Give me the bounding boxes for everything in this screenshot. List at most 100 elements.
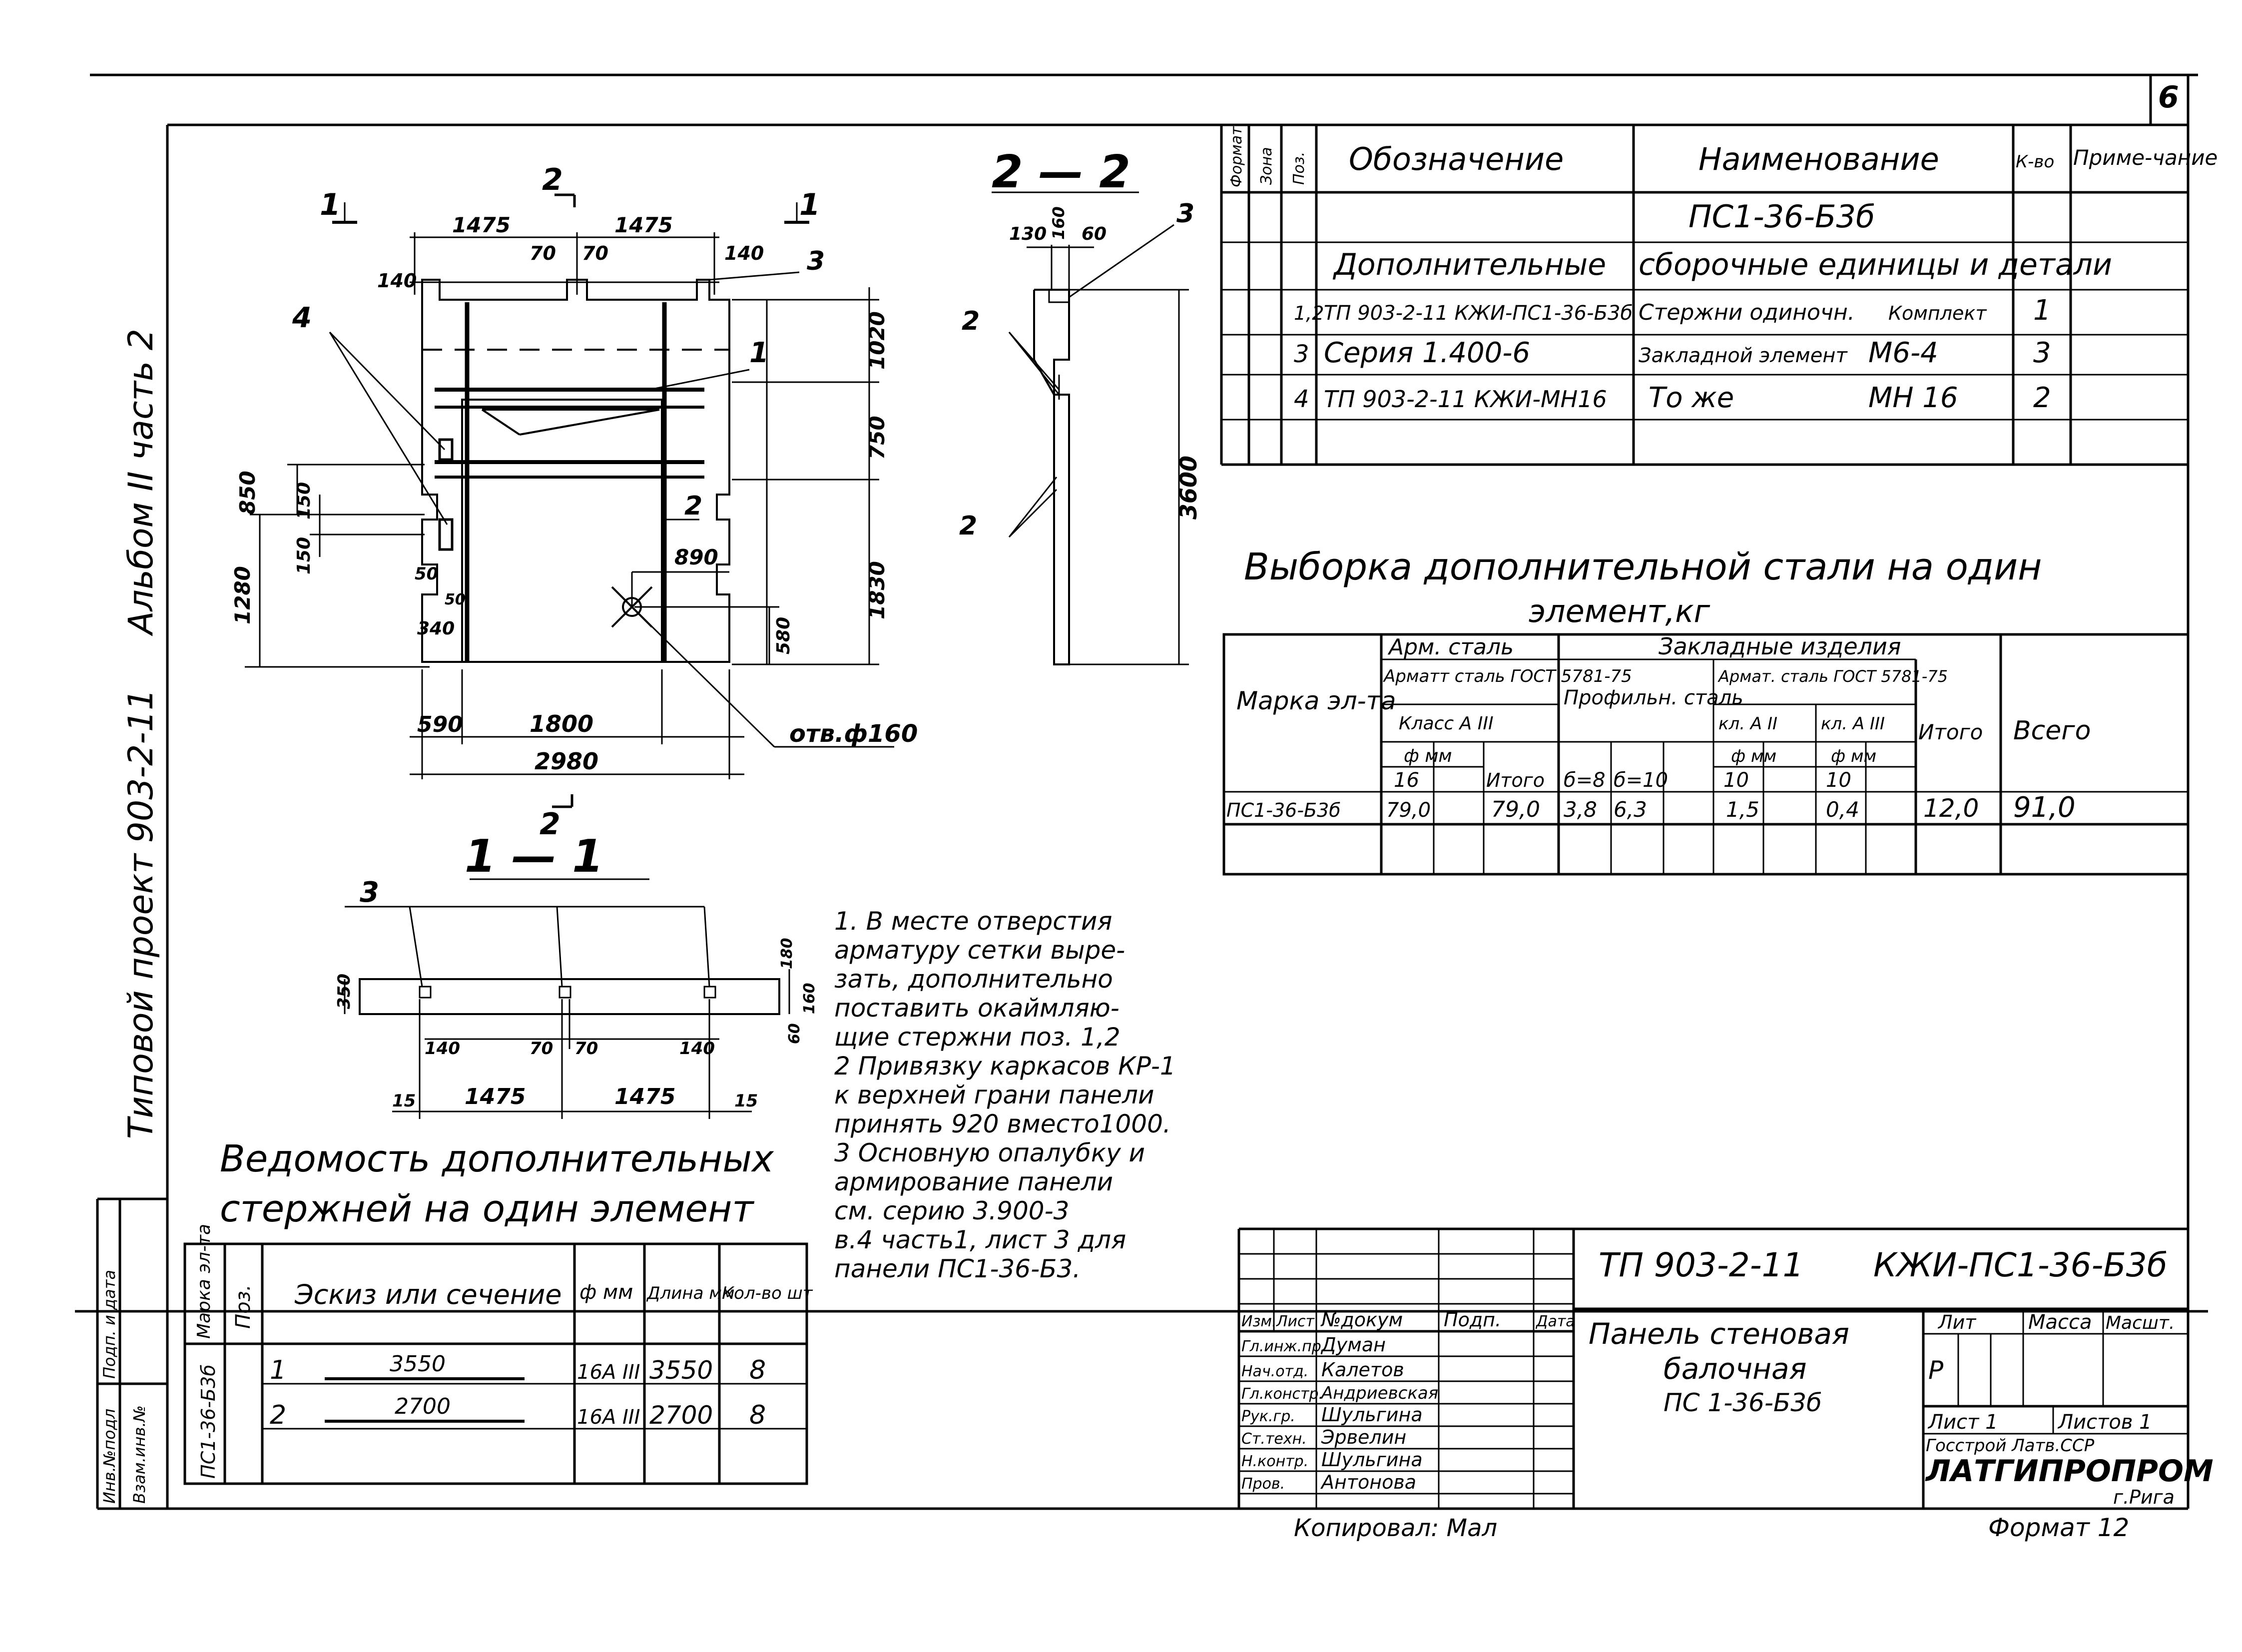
note-line: 2 Привязку каркасов КР-1 — [834, 1052, 1176, 1081]
spec-h-zone: Зона — [1258, 147, 1275, 185]
section-mark-1-left: 1 — [320, 187, 341, 222]
note-line: арматуру сетки выре- — [834, 936, 1125, 965]
tb-h-izm: Изм. — [1241, 1313, 1277, 1330]
dim-1800: 1800 — [530, 710, 593, 737]
bars-h-dia: ф мм — [579, 1281, 633, 1304]
bars-row2-sketch: 2700 — [395, 1394, 451, 1419]
steel-row-itogo2: 12,0 — [1923, 794, 1979, 823]
stamp-sign: Подп. и дата — [100, 1270, 119, 1379]
dim-1020: 1020 — [865, 311, 889, 370]
dim-890: 890 — [674, 545, 718, 569]
bars-row2-pos: 2 — [270, 1400, 286, 1430]
steel-row-b10: 6,3 — [1614, 797, 1647, 822]
bars-h-qty: Кол-во шт — [722, 1283, 813, 1303]
album-vertical: Альбом II часть 2 — [121, 329, 161, 636]
dim-140a: 140 — [377, 270, 417, 292]
spec-row1-name2: Комплект — [1888, 302, 1987, 324]
steel-h-d10b: 10 — [1826, 769, 1851, 792]
dim-130: 130 — [1009, 224, 1047, 244]
spec-h-qty: К-во — [2016, 152, 2054, 172]
bars-row1-len: 3550 — [649, 1356, 713, 1385]
tb-role-1: Нач.отд. — [1241, 1363, 1308, 1380]
dim-340: 340 — [417, 618, 455, 639]
stamp-inv: Инв.№подл — [100, 1409, 119, 1504]
spec-row3-designation: ТП 903-2-11 КЖИ-МН16 — [1324, 386, 1607, 413]
spec-row3-name2: МН 16 — [1868, 382, 1958, 414]
spec-row1-qty: 1 — [2033, 294, 2051, 327]
steel-row-b8: 3,8 — [1564, 797, 1597, 822]
pos-label-4: 4 — [292, 302, 312, 334]
tb-name-0: Думан — [1320, 1334, 1386, 1356]
pos-label-3-11: 3 — [360, 876, 379, 909]
dim-580: 580 — [773, 617, 794, 654]
section-mark-1-right: 1 — [799, 187, 820, 222]
tb-name-b: балочная — [1664, 1352, 1807, 1386]
steel-h-klA3: кл. А III — [1821, 714, 1885, 734]
tb-name-1: Калетов — [1321, 1359, 1404, 1381]
steel-h-arm-sub: Арматт сталь ГОСТ 5781-75 — [1383, 666, 1632, 686]
bars-row2-dia: 16А III — [577, 1406, 640, 1429]
tb-stage: Р — [1928, 1356, 1944, 1385]
tb-sheet: Лист 1 — [1927, 1411, 1998, 1434]
steel-h-profile: Профильн. сталь — [1564, 686, 1743, 709]
bars-h-pos: Поз. — [232, 1284, 255, 1329]
spec-h-format: Формат — [1228, 126, 1245, 187]
section-mark-2-top: 2 — [542, 162, 563, 197]
dim-3600: 3600 — [1175, 456, 1202, 520]
tb-h-sign: Подп. — [1444, 1309, 1501, 1331]
note-line: поставить окаймляю- — [834, 994, 1120, 1023]
steel-h-total: Всего — [2013, 716, 2091, 746]
tb-sheets: Листов 1 — [2057, 1411, 2152, 1434]
steel-h-embedded: Закладные изделия — [1659, 633, 1901, 660]
bars-row1-dia: 16А III — [577, 1361, 640, 1384]
note-line: панели ПС1-36-Б3. — [834, 1254, 1081, 1283]
pos-label-2-front: 2 — [684, 491, 702, 521]
dim-350: 350 — [334, 974, 354, 1009]
tb-name-c: ПС 1-36-Б3б — [1664, 1388, 1822, 1417]
tb-name-6: Антонова — [1320, 1471, 1416, 1493]
steel-row-mark: ПС1-36-Б3б — [1226, 799, 1341, 821]
dim-150a: 150 — [294, 482, 314, 520]
bars-h-mark: Марка эл-та — [194, 1224, 214, 1339]
spec-h-pos: Поз. — [1290, 152, 1308, 185]
tb-h-doc: №докум — [1320, 1309, 1403, 1331]
project-vertical: Типовой проект 903-2-11 — [121, 689, 161, 1139]
bars-row1-sketch: 3550 — [390, 1351, 446, 1377]
tb-role-4: Ст.техн. — [1241, 1430, 1307, 1448]
tb-name-5: Шульгина — [1321, 1449, 1423, 1471]
stamp-vzam: Взам.инв.№ — [130, 1405, 149, 1504]
note-line: 3 Основную опалубку и — [834, 1138, 1145, 1167]
tb-org-b: ЛАТГИПРОПРОМ — [1925, 1454, 2214, 1489]
tb-name-2: Андриевская — [1320, 1383, 1438, 1403]
tb-name-3: Шульгина — [1321, 1404, 1423, 1426]
bars-row2-qty: 8 — [749, 1400, 766, 1430]
spec-section-b: сборочные единицы и детали — [1639, 247, 2112, 282]
note-line: щие стержни поз. 1,2 — [834, 1023, 1121, 1052]
tb-code-a: ТП 903-2-11 — [1599, 1246, 1804, 1284]
section-mark-2-bottom: 2 — [540, 807, 560, 842]
dim-180: 180 — [778, 938, 796, 969]
spec-row1-name: Стержни одиночн. — [1639, 300, 1855, 325]
dim-1830: 1830 — [865, 561, 889, 619]
dim-50a: 50 — [415, 564, 438, 584]
dim-1475a: 1475 — [452, 213, 511, 237]
steel-h-fmm2: ф мм — [1731, 746, 1776, 766]
steel-row-a3: 0,4 — [1826, 797, 1859, 822]
note-line: 1. В месте отверстия — [834, 907, 1113, 936]
steel-h-fmm: ф мм — [1404, 746, 1452, 766]
sheet-number: 6 — [2158, 80, 2179, 115]
tb-h-date: Дата — [1535, 1313, 1575, 1330]
steel-h-itogo2: Итого — [1918, 720, 1983, 744]
tb-copied: Копировал: Мал — [1294, 1514, 1497, 1542]
tb-role-6: Пров. — [1241, 1475, 1285, 1493]
dim-60: 60 — [1082, 224, 1107, 244]
steel-row-v16: 79,0 — [1386, 799, 1431, 822]
dim-150b: 150 — [294, 537, 314, 574]
note-line: принять 920 вместо1000. — [834, 1109, 1171, 1138]
pos-label-2-side-bottom: 2 — [959, 511, 977, 541]
dim-70b: 70 — [582, 242, 608, 264]
pos-label-3-front: 3 — [807, 246, 825, 276]
spec-section-a: Дополнительные — [1332, 247, 1606, 282]
dim-160: 160 — [1049, 206, 1068, 240]
